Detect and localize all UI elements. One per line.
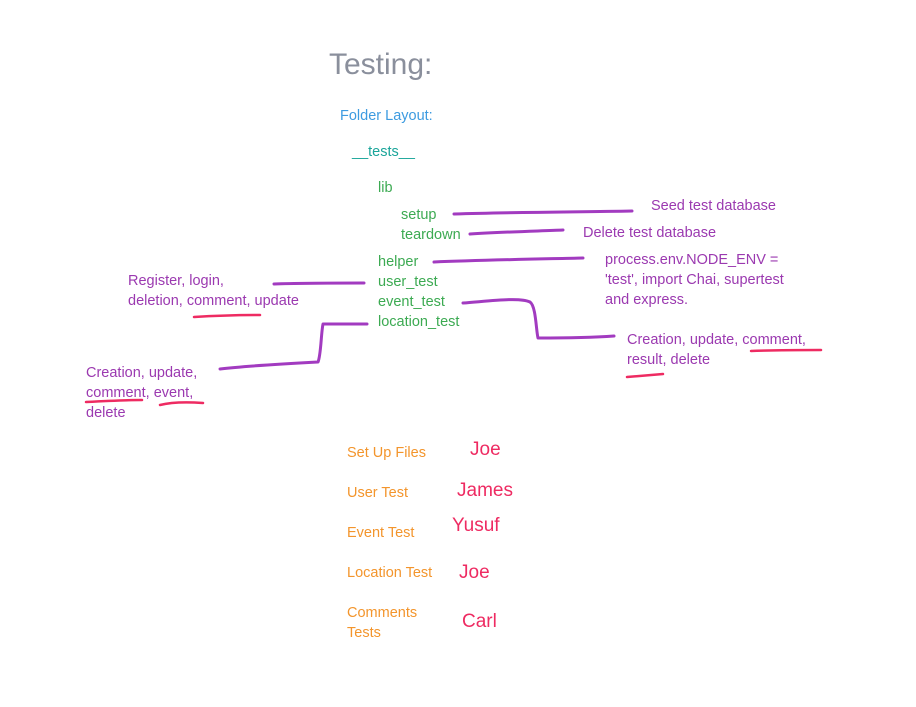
tree-item-location-test: location_test bbox=[378, 314, 460, 330]
tree-item-helper: helper bbox=[378, 254, 419, 270]
task-event-test: Event Test bbox=[347, 525, 415, 541]
note-setup: Seed test database bbox=[651, 198, 776, 214]
note-teardown: Delete test database bbox=[583, 225, 717, 241]
underline-user-test-comment bbox=[192, 313, 262, 319]
note-helper-line-2: 'test', import Chai, supertest bbox=[605, 272, 784, 288]
connector-location-test bbox=[218, 322, 369, 371]
tree-root-folder: __tests__ bbox=[352, 144, 415, 160]
underlined-comment: comment bbox=[86, 385, 146, 401]
underline-event-test-comment bbox=[749, 348, 823, 353]
note-user-test-line-1: Register, login, bbox=[128, 273, 224, 289]
note-helper-line-1: process.env.NODE_ENV = bbox=[605, 252, 779, 268]
note-location-test-line-1: Creation, update, bbox=[86, 365, 198, 381]
note-user-test-line-2: deletion, comment, update bbox=[128, 293, 299, 309]
note-helper-line-3: and express. bbox=[605, 292, 689, 308]
assignee-user-test: James bbox=[457, 480, 513, 501]
underlined-result: result bbox=[627, 352, 663, 368]
underline-location-test-event bbox=[158, 401, 205, 407]
task-user-test: User Test bbox=[347, 485, 408, 501]
connector-event-test bbox=[461, 298, 616, 340]
assignee-location-test: Joe bbox=[459, 562, 490, 583]
tree-item-lib: lib bbox=[378, 180, 393, 196]
note-event-test-line-2: result, delete bbox=[627, 352, 711, 368]
tree-item-teardown: teardown bbox=[401, 227, 461, 243]
assignee-comments-tests: Carl bbox=[462, 611, 497, 632]
tree-item-event-test: event_test bbox=[378, 294, 445, 310]
underlined-event: event bbox=[153, 385, 190, 401]
underlined-comment: comment bbox=[742, 332, 802, 348]
connector-teardown bbox=[468, 228, 565, 236]
page-title: Testing: bbox=[329, 48, 433, 81]
underline-event-test-result bbox=[625, 372, 665, 379]
connector-helper bbox=[432, 256, 585, 264]
connector-user-test bbox=[272, 281, 366, 286]
note-event-test-line-1: Creation, update, comment, bbox=[627, 332, 806, 348]
task-comments-tests-line-2: Tests bbox=[347, 625, 381, 641]
tree-item-setup: setup bbox=[401, 207, 437, 223]
assignee-event-test: Yusuf bbox=[452, 515, 500, 536]
task-comments-tests-line-1: Comments bbox=[347, 605, 418, 621]
note-location-test-line-3: delete bbox=[86, 405, 126, 421]
tree-item-user-test: user_test bbox=[378, 274, 438, 290]
underlined-comment: comment bbox=[186, 293, 247, 309]
task-location-test: Location Test bbox=[347, 565, 433, 581]
note-location-test-line-2: comment, event, bbox=[86, 385, 194, 401]
task-set-up-files: Set Up Files bbox=[347, 445, 426, 461]
folder-layout-heading: Folder Layout: bbox=[340, 108, 433, 124]
underline-location-test-comment bbox=[84, 398, 144, 404]
assignee-set-up-files: Joe bbox=[470, 439, 501, 460]
connector-setup bbox=[452, 209, 634, 216]
